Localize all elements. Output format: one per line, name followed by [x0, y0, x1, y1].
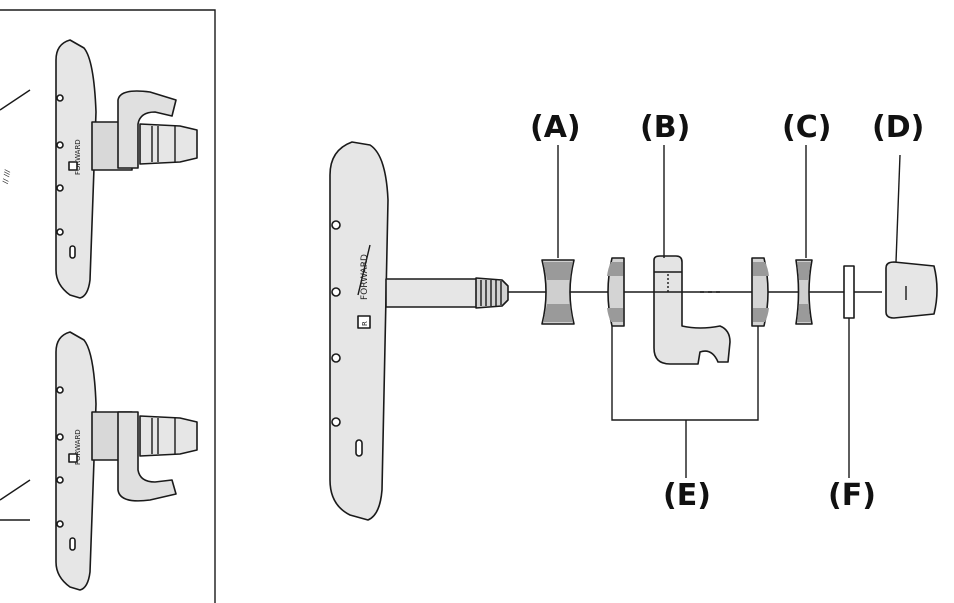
svg-text:// ///: // ///: [1, 168, 11, 184]
part-d-nut: [885, 154, 938, 319]
part-e-convex-washers: [607, 257, 769, 478]
slot: [355, 439, 363, 457]
assembled-shoe-upper: FORWARD: [55, 39, 198, 299]
forward-mark: FORWARD: [360, 254, 370, 300]
part-c-washer: [795, 145, 813, 325]
hole-3: [331, 353, 341, 363]
part-f-thin-washer: [843, 265, 855, 478]
assembled-shoe-lower: FORWARD: [55, 331, 198, 591]
part-a-washer: [541, 259, 575, 325]
label-a: (A): [530, 110, 581, 145]
assembled-views-panel: // /// FORWARD FORWARD: [0, 9, 216, 603]
holder-curve-lower: [117, 411, 177, 502]
forward-mark-upper: FORWARD: [74, 139, 82, 175]
side-mark: R: [361, 321, 369, 326]
threaded-stud: [385, 277, 509, 309]
label-d: (D): [872, 110, 924, 145]
label-c: (C): [782, 110, 831, 145]
side-mark-box: [357, 315, 371, 329]
label-b: (B): [640, 110, 690, 145]
holder-curve-upper: [117, 90, 177, 169]
hole-1: [331, 220, 341, 230]
label-f: (F): [828, 478, 876, 513]
label-e: (E): [663, 478, 711, 513]
part-b-holder: [653, 145, 731, 365]
forward-mark-lower: FORWARD: [74, 429, 82, 465]
brake-shoe: FORWARD R: [329, 141, 389, 521]
hole-4: [331, 417, 341, 427]
hole-2: [331, 287, 341, 297]
